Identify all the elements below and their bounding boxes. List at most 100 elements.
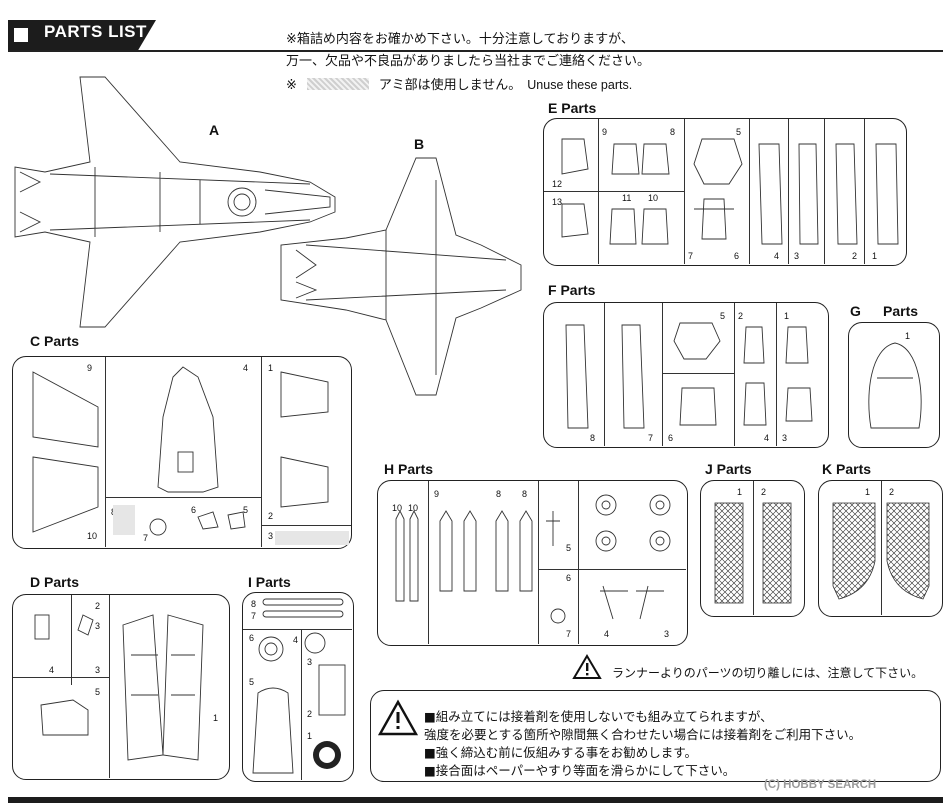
e-part-number: 13 (552, 197, 563, 207)
header-rule (8, 50, 943, 52)
h-part-number: 10 (408, 503, 419, 513)
f-part-number: 3 (782, 433, 788, 443)
instructions-box (370, 690, 941, 782)
h-part-number: 8 (496, 489, 502, 499)
d-parts-sprue: 2 3 4 3 5 1 (12, 594, 230, 780)
part-b-drawing (280, 157, 522, 396)
e-part-number: 5 (736, 127, 742, 137)
c-part-number: 2 (268, 511, 274, 521)
e-part-number: 1 (872, 251, 878, 261)
e-part-number: 10 (648, 193, 659, 203)
note-unuse: ※ アミ部は使用しません。 Unuse these parts. (286, 74, 632, 93)
i-part-number: 5 (249, 677, 255, 687)
e-part-number: 7 (688, 251, 694, 261)
k-part-number: 2 (889, 487, 895, 497)
instruction-line: ■接合面はペーパーやすり等面を滑らかにして下さい。 (424, 763, 736, 778)
g-part-number: 1 (905, 331, 911, 341)
h-part-number: 8 (522, 489, 528, 499)
e-part-number: 8 (670, 127, 676, 137)
d-parts-label: D Parts (30, 574, 80, 590)
g-parts-label-suffix: Parts (883, 303, 919, 319)
h-part-number: 7 (566, 629, 572, 639)
d-part-number: 1 (213, 713, 219, 723)
e-parts-sprue: 9 8 5 12 13 11 10 7 6 4 3 2 1 (543, 118, 907, 266)
unuse-hatch-swatch (306, 78, 369, 90)
k-parts-drawing (832, 502, 930, 600)
f-part-number: 7 (648, 433, 654, 443)
instruction-line: 強度を必要とする箇所や隙間無く合わせたい場合には接着剤をご利用下さい。 (424, 727, 862, 742)
e-part-number: 6 (734, 251, 740, 261)
f-part-number: 1 (784, 311, 790, 321)
d-part-number: 3 (95, 665, 101, 675)
k-parts-sprue: 1 2 (818, 480, 943, 617)
i-part-number: 6 (249, 633, 255, 643)
note-unuse-en: Unuse these parts. (527, 78, 633, 92)
d-part-number: 2 (95, 601, 101, 611)
note-unuse-mark: ※ (286, 78, 297, 93)
part-a-label: A (209, 122, 220, 138)
e-parts-drawing (561, 138, 899, 245)
page-title: PARTS LIST (44, 22, 147, 41)
caution-text: ランナーよりのパーツの切り離しには、注意して下さい。 (612, 666, 924, 680)
e-parts-label: E Parts (548, 100, 597, 116)
h-part-number: 9 (434, 489, 440, 499)
f-parts-sprue: 5 2 1 8 7 6 4 3 (543, 302, 829, 448)
i-part-number: 7 (251, 611, 257, 621)
f-part-number: 8 (590, 433, 596, 443)
h-parts-label: H Parts (384, 461, 434, 477)
h-part-number: 5 (566, 543, 572, 553)
i-parts-drawing (252, 598, 346, 774)
c-parts-drawing (32, 366, 349, 545)
e-part-number: 4 (774, 251, 780, 261)
f-part-number: 4 (764, 433, 770, 443)
c-part-number: 5 (243, 505, 249, 515)
f-part-number: 6 (668, 433, 674, 443)
f-part-number: 5 (720, 311, 726, 321)
i-part-number: 3 (307, 657, 313, 667)
note-unuse-jp: アミ部は使用しません。 (378, 78, 522, 93)
i-part-number: 8 (251, 599, 257, 609)
k-part-number: 1 (865, 487, 871, 497)
d-part-number: 5 (95, 687, 101, 697)
h-part-number: 3 (664, 629, 670, 639)
h-part-number: 10 (392, 503, 403, 513)
f-parts-label: F Parts (548, 282, 596, 298)
part-a-drawing (14, 76, 336, 328)
instruction-line: ■強く締込む前に仮組みする事をお勧めします。 (424, 745, 698, 760)
e-part-number: 12 (552, 179, 563, 189)
warning-icon (377, 699, 419, 736)
c-parts-sprue: 9 4 1 10 8 7 6 5 2 3 (12, 356, 352, 549)
i-parts-sprue: 8 7 6 5 4 3 2 1 (242, 592, 354, 782)
e-part-number: 9 (602, 127, 608, 137)
d-part-number: 4 (49, 665, 55, 675)
c-part-number: 7 (143, 533, 149, 543)
c-part-number: 3 (268, 531, 274, 541)
e-part-number: 11 (622, 193, 632, 203)
f-parts-drawing (565, 322, 813, 429)
note-line-1: ※箱詰め内容をお確かめ下さい。十分注意しておりますが、 (286, 32, 634, 47)
h-parts-drawing (395, 494, 671, 624)
i-parts-label: I Parts (248, 574, 291, 590)
e-part-number: 2 (852, 251, 858, 261)
caution-icon (572, 654, 602, 679)
h-part-number: 4 (604, 629, 610, 639)
j-parts-drawing (714, 502, 792, 604)
i-part-number: 4 (293, 635, 299, 645)
f-part-number: 2 (738, 311, 744, 321)
d-part-number: 3 (95, 621, 101, 631)
part-b-label: B (414, 136, 425, 152)
h-part-number: 6 (566, 573, 572, 583)
e-part-number: 3 (794, 251, 800, 261)
d-parts-drawing (34, 614, 204, 761)
note-line-2: 万一、欠品や不良品がありましたら当社までご連絡ください。 (286, 54, 651, 69)
g-parts-label: G (850, 303, 861, 319)
c-part-number: 6 (191, 505, 197, 515)
j-parts-label: J Parts (705, 461, 752, 477)
j-part-number: 1 (737, 487, 743, 497)
c-parts-label: C Parts (30, 333, 80, 349)
header-square-icon (14, 28, 28, 42)
g-parts-sprue: 1 (848, 322, 940, 448)
c-part-number: 9 (87, 363, 93, 373)
i-part-number: 1 (307, 731, 313, 741)
c-part-number: 10 (87, 531, 98, 541)
